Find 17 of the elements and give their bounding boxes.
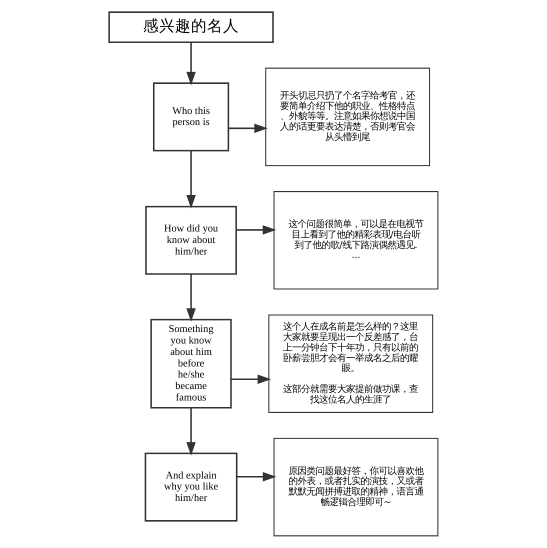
arrow (231, 374, 272, 384)
arrow (186, 274, 196, 322)
node-box: 感兴趣的名人 (108, 11, 274, 44)
node-box: 这个人在成名前是怎么样的？这里大家就要呈现出一个反差感了，台上一分钟台下十年功，只有以前的卧薪尝胆才会有一举成名之后的耀眼。 这部分就需要大家提前做功课，查找这位名人的生涯了 (268, 314, 434, 413)
arrow (237, 472, 276, 482)
arrow (228, 124, 268, 134)
node-box: 这个问题很简单，可以是在电视节目上看到了他的精彩表现/电台听到了他的歌/线下路演偶然遇见.... (274, 191, 438, 290)
node-box: Who this person is (152, 82, 230, 152)
node-box: 开头切忌只扔了个名字给考官，还要简单介绍下他的职业、性格特点、外貌等等。注意如果你想说中国人的话更要表达清楚，否则考官会从头懵到尾 (265, 68, 430, 166)
node-box: 原因类问题最好答，你可以喜欢他的外表，或者扎实的演技，又或者默默无闻拼搏进取的精神，语言通畅逻辑合理即可~ (274, 438, 438, 536)
node-box: Something you know about him before he/she became famous (150, 318, 232, 409)
arrow (186, 150, 196, 209)
node-box: And explain why you like him/her (144, 452, 238, 522)
arrow (186, 42, 196, 86)
arrow (236, 225, 276, 235)
node-box: How did you know about him/her (145, 206, 237, 275)
arrow (186, 408, 196, 456)
